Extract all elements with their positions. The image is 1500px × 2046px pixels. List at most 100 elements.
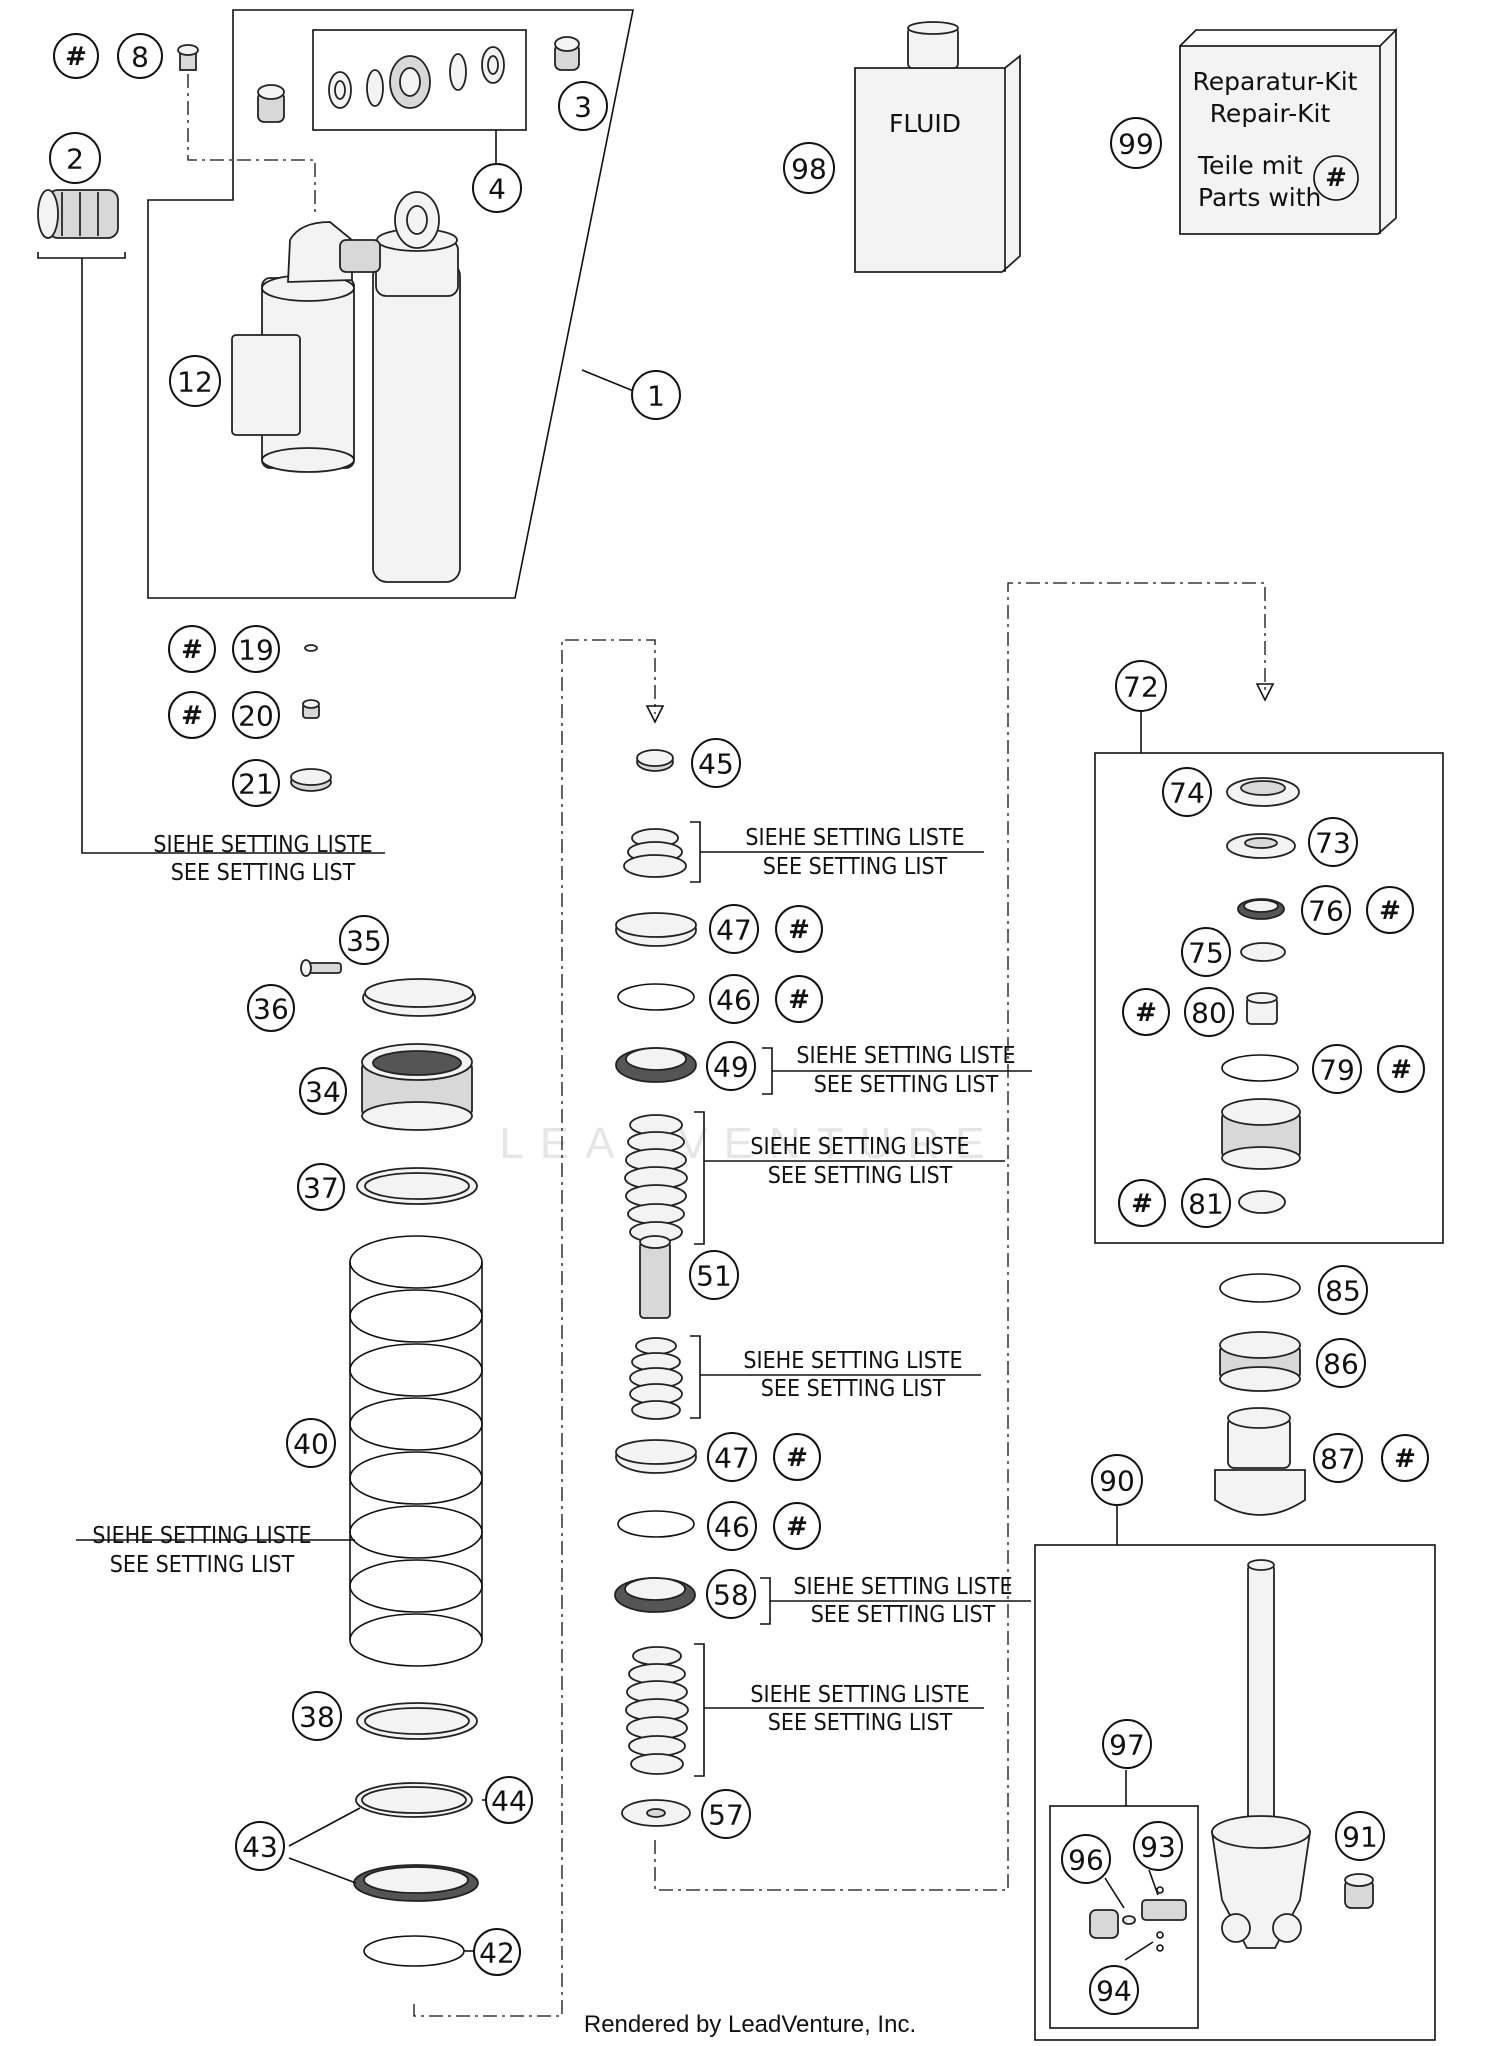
callout-p40: 40	[286, 1418, 336, 1468]
callout-hash-76: #	[1366, 886, 1414, 934]
callout-circle	[1366, 886, 1414, 934]
callout-p86: 86	[1316, 1338, 1366, 1388]
setting-note-shim-b: SIEHE SETTING LISTE SEE SETTING LIST	[743, 1348, 962, 1402]
callout-circle	[232, 759, 280, 807]
callout-label: #	[788, 985, 810, 1015]
note-line1: SIEHE SETTING LISTE	[750, 1682, 969, 1708]
callout-p1: 1	[631, 370, 681, 420]
callout-label: 46	[714, 1511, 750, 1544]
setting-note-49: SIEHE SETTING LISTE SEE SETTING LIST	[796, 1043, 1015, 1098]
callout-p35: 35	[339, 915, 389, 965]
callout-circle	[709, 904, 759, 954]
callout-label: 81	[1188, 1188, 1224, 1221]
setting-note-shim-a: SIEHE SETTING LISTE SEE SETTING LIST	[750, 1134, 969, 1189]
seal-kit-frame	[312, 29, 527, 131]
callout-label: 79	[1319, 1054, 1355, 1087]
fluid-label: FLUID	[889, 109, 961, 138]
callout-p81: 81	[1181, 1178, 1231, 1228]
note-line2: SEE SETTING LIST	[110, 1552, 295, 1578]
callout-label: 43	[242, 1831, 278, 1864]
box-72-frame	[1094, 752, 1444, 1244]
callout-label: 86	[1323, 1348, 1359, 1381]
callout-circle	[707, 1501, 757, 1551]
note-line2: SEE SETTING LIST	[761, 1376, 946, 1402]
callout-label: 87	[1320, 1443, 1356, 1476]
callout-circle	[49, 132, 101, 184]
fluid-bottle-98: FLUID	[854, 21, 1021, 273]
callout-label: #	[181, 701, 203, 731]
callout-p19: 19	[232, 625, 280, 673]
assembly-frame	[147, 9, 634, 599]
callout-hash-46a: #	[775, 975, 823, 1023]
repair-kit-line4: Parts with	[1198, 183, 1321, 212]
callout-label: 75	[1188, 937, 1224, 970]
callout-label: 20	[238, 700, 274, 733]
compression-valve-72-group	[1094, 712, 1444, 1244]
callout-label: #	[1390, 1055, 1412, 1085]
callout-p51: 51	[689, 1250, 739, 1300]
setting-note-58: SIEHE SETTING LISTE SEE SETTING LIST	[793, 1574, 1012, 1628]
callout-circle	[1335, 1811, 1385, 1861]
callout-p74: 74	[1162, 767, 1212, 817]
callout-p90: 90	[1091, 1454, 1143, 1506]
callout-hash-81: #	[1118, 1179, 1166, 1227]
callout-label: 46	[716, 984, 752, 1017]
callout-p76: 76	[1301, 885, 1351, 935]
seal-kit-parts	[328, 46, 505, 109]
bushing-left	[257, 84, 285, 123]
callout-p49: 49	[706, 1041, 756, 1091]
repair-kit-99: Reparatur-Kit Repair-Kit Teile mit Parts…	[1179, 27, 1397, 235]
callout-label: 98	[791, 153, 827, 186]
callout-p47a: 47	[709, 904, 759, 954]
callout-label: 85	[1325, 1275, 1361, 1308]
callout-circle	[232, 625, 280, 673]
callout-p97: 97	[1102, 1719, 1152, 1769]
callout-p58: 58	[706, 1569, 756, 1619]
callout-p2: 2	[49, 132, 101, 184]
main-damper-body	[339, 191, 461, 583]
callout-p85: 85	[1318, 1265, 1368, 1315]
callout-label: 47	[714, 1442, 750, 1475]
repair-kit-line2: Repair-Kit	[1210, 99, 1331, 128]
callout-label: 97	[1109, 1729, 1145, 1762]
callout-p34: 34	[299, 1067, 347, 1115]
callout-circle	[1089, 1965, 1139, 2015]
box-90-frame	[1034, 1544, 1436, 2041]
callout-label: 74	[1169, 777, 1205, 810]
note-line1: SIEHE SETTING LISTE	[92, 1523, 311, 1549]
callout-p47b: 47	[707, 1432, 757, 1482]
callout-p8: 8	[117, 33, 163, 79]
callout-label: 47	[716, 914, 752, 947]
callout-circle	[1110, 117, 1162, 169]
repair-kit-line3: Teile mit	[1197, 151, 1303, 180]
callout-circle	[472, 163, 522, 213]
callout-p12: 12	[169, 355, 221, 407]
callout-circle	[247, 984, 295, 1032]
callout-hash-19: #	[168, 625, 216, 673]
callout-label: #	[1131, 1189, 1153, 1219]
callout-p96: 96	[1061, 1834, 1111, 1884]
callout-label: #	[1135, 998, 1157, 1028]
callout-circle	[53, 33, 99, 79]
watermark: LEADVENTURE	[499, 1119, 1000, 1168]
callout-circle	[286, 1418, 336, 1468]
damper-cap-parts	[1214, 1273, 1306, 1516]
callout-label: 58	[713, 1579, 749, 1612]
callout-circle	[783, 142, 835, 194]
callout-p99: 99	[1110, 117, 1162, 169]
callout-circle	[707, 1432, 757, 1482]
callout-circle	[1312, 1044, 1362, 1094]
callout-p38: 38	[292, 1691, 342, 1741]
callout-circle	[775, 905, 823, 953]
callout-hash-79: #	[1377, 1045, 1425, 1093]
reservoir	[231, 221, 355, 473]
valve-stack-column	[413, 582, 1275, 2017]
callout-hash-80: #	[1122, 988, 1170, 1036]
repair-kit-hash-circle	[1313, 155, 1359, 201]
callout-label: 96	[1068, 1844, 1104, 1877]
callout-circle	[1122, 988, 1170, 1036]
callout-circle	[235, 1821, 285, 1871]
callout-hash-20: #	[168, 691, 216, 739]
callout-circle	[473, 1928, 521, 1976]
